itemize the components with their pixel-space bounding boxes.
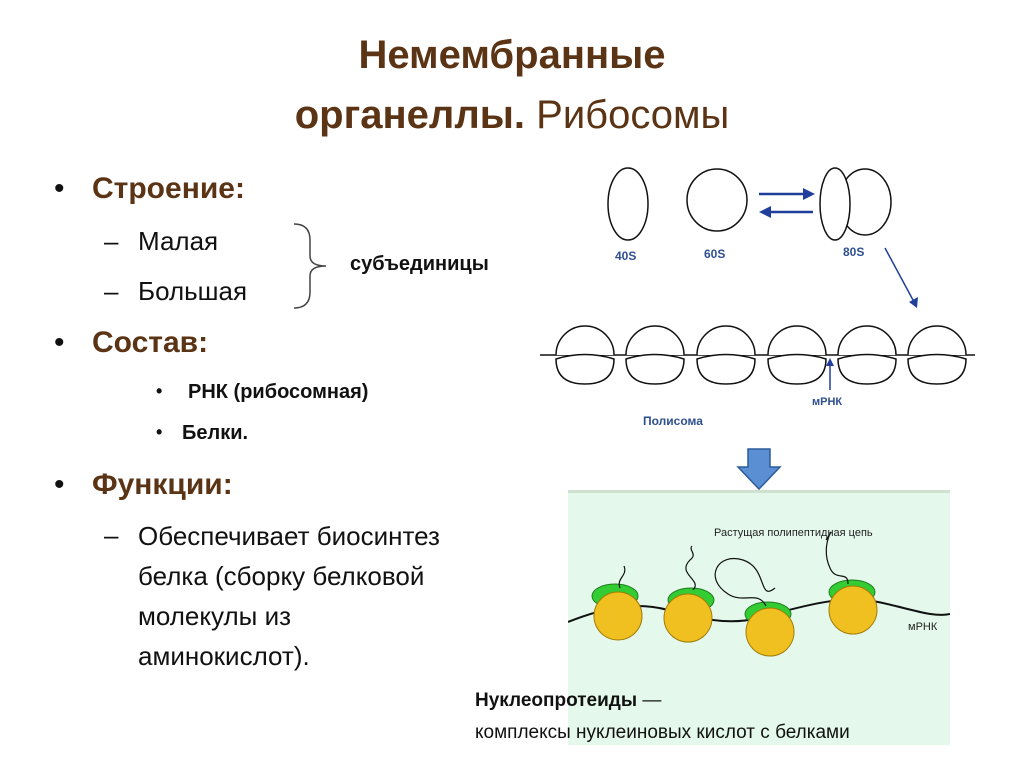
equilibrium-arrows-icon: [759, 188, 815, 218]
subunits-label: субъединицы: [350, 253, 489, 275]
bullet-composition: •: [54, 326, 65, 359]
sub-bullet-rna: •: [156, 381, 163, 401]
dash-function: –: [104, 520, 119, 550]
translating-ribosome: [714, 557, 795, 657]
page-title-line-1: Немембранные: [0, 29, 1024, 81]
label-chain: Растущая полипептидная цепь: [714, 527, 873, 539]
large-subunit-shape: [686, 168, 748, 232]
translating-ribosome: [591, 565, 643, 641]
heading-structure: Строение:: [92, 172, 245, 205]
small-subunit-shape: [607, 167, 649, 241]
polysome-ribosomes: [555, 325, 967, 385]
footer-definition: комплексы нуклеиновых кислот с белками: [475, 722, 850, 743]
sub-bullet-proteins: •: [156, 422, 163, 442]
label-polysome: Полисома: [643, 414, 703, 428]
label-80s: 80S: [843, 245, 864, 259]
ribosome-assembly-figure: 40S 60S 80S мРНК Полисома: [540, 167, 975, 428]
function-description: Обеспечивает биосинтез белка (сборку бел…: [138, 516, 440, 676]
function-line-3: молекулы из: [138, 601, 292, 631]
item-proteins: Белки.: [182, 422, 249, 444]
translation-figure: Растущая полипептидная цепь мРНК: [568, 490, 950, 745]
translating-ribosome: [825, 531, 878, 635]
bullet-functions: •: [54, 468, 65, 501]
page-title-line-2: органеллы. Рибосомы: [0, 89, 1024, 141]
dash-large: –: [104, 276, 119, 306]
label-40s: 40S: [615, 249, 636, 263]
function-line-4: аминокислот).: [138, 641, 310, 671]
function-line-1: Обеспечивает биосинтез: [138, 521, 440, 551]
footer-term: Нуклеопротеиды: [475, 690, 638, 711]
down-arrow-icon: [736, 448, 782, 491]
dash-small: –: [104, 226, 119, 256]
ribosome-80s-shape: [819, 167, 892, 241]
footer-term-line: Нуклеопротеиды —: [475, 690, 661, 712]
arrow-to-polysome-icon: [884, 247, 918, 308]
title-text-2-normal: Рибосомы: [536, 93, 730, 137]
title-text-2-bold: органеллы.: [294, 93, 526, 137]
footer-dash: —: [637, 690, 662, 711]
brace-icon: [293, 223, 327, 309]
mrna-pointer-icon: [826, 358, 834, 390]
title-text-1: Немембранные: [358, 33, 666, 77]
heading-composition: Состав:: [92, 326, 209, 359]
label-60s: 60S: [704, 247, 725, 261]
item-small-subunit: Малая: [138, 226, 219, 256]
function-line-2: белка (сборку белковой: [138, 561, 425, 591]
translating-ribosome: [663, 545, 715, 643]
heading-functions: Функции:: [92, 468, 233, 501]
label-mrna-top: мРНК: [812, 396, 842, 408]
bullet-structure: •: [54, 172, 65, 205]
item-large-subunit: Большая: [138, 276, 248, 306]
label-mrna-bottom: мРНК: [908, 621, 938, 633]
item-rna: РНК (рибосомная): [188, 381, 369, 403]
